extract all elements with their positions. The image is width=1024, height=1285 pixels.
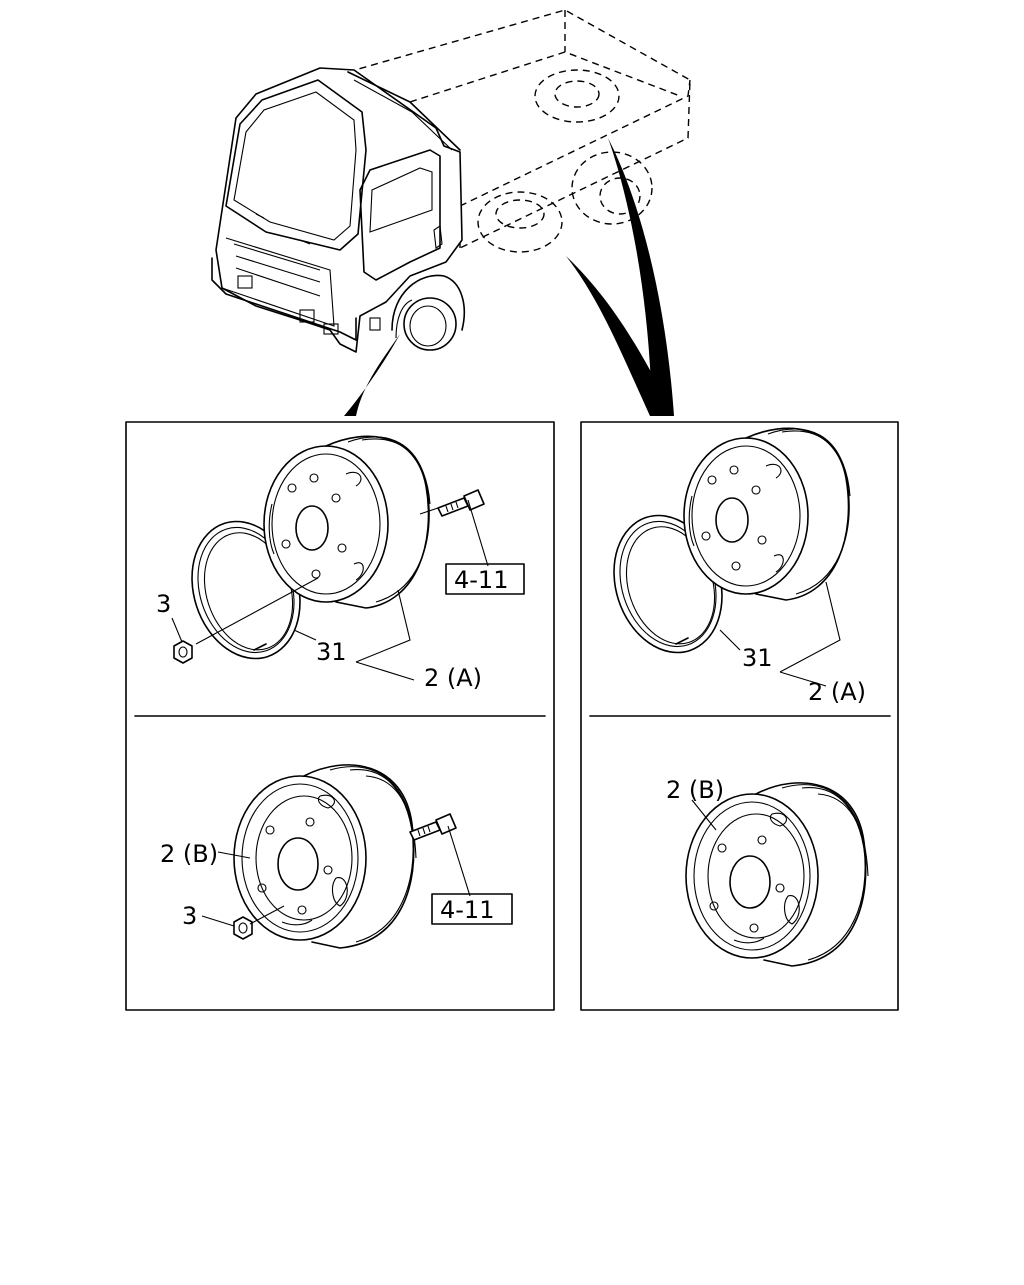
wheel-a-rear	[683, 427, 851, 601]
pointer-rear-wedge-upper	[608, 138, 674, 416]
callout-wheel-rear-bottom: 2 (B)	[666, 776, 724, 804]
callout-ref-front-bottom: 4-11	[440, 896, 494, 924]
ref-box-front-top	[445, 563, 525, 595]
wheel-nut-front-bottom	[233, 916, 253, 940]
callout-wheel-front-bottom: 2 (B)	[160, 840, 218, 868]
callout-ring-front-top: 31	[316, 638, 347, 666]
wheel-b-rear	[685, 782, 869, 967]
wheel-a-front	[263, 435, 431, 609]
callout-wheel-front-top: 2 (A)	[424, 664, 482, 692]
callout-ring-rear-top: 31	[742, 644, 773, 672]
callout-ref-front-top: 4-11	[454, 566, 508, 594]
wheel-nut-front-top	[173, 640, 193, 664]
front-wheel-panel: 3 31 2 (A) 4-11 2 (B) 3 4-11	[125, 421, 555, 1011]
wheel-b-front	[233, 764, 417, 949]
callout-nut-front-top: 3	[156, 590, 171, 618]
truck-overview-illustration	[211, 9, 691, 353]
hub-bolt-front-bottom	[409, 813, 457, 841]
pointer-rear-wedge-lower	[566, 256, 674, 416]
callout-wheel-rear-top: 2 (A)	[808, 678, 866, 706]
pointer-front-wedge	[344, 334, 400, 416]
callout-nut-front-bottom: 3	[182, 902, 197, 930]
ref-box-front-bottom	[431, 893, 513, 925]
hub-bolt-front-top	[437, 489, 485, 517]
rear-wheel-panel: 31 2 (A) 2 (B)	[580, 421, 899, 1011]
